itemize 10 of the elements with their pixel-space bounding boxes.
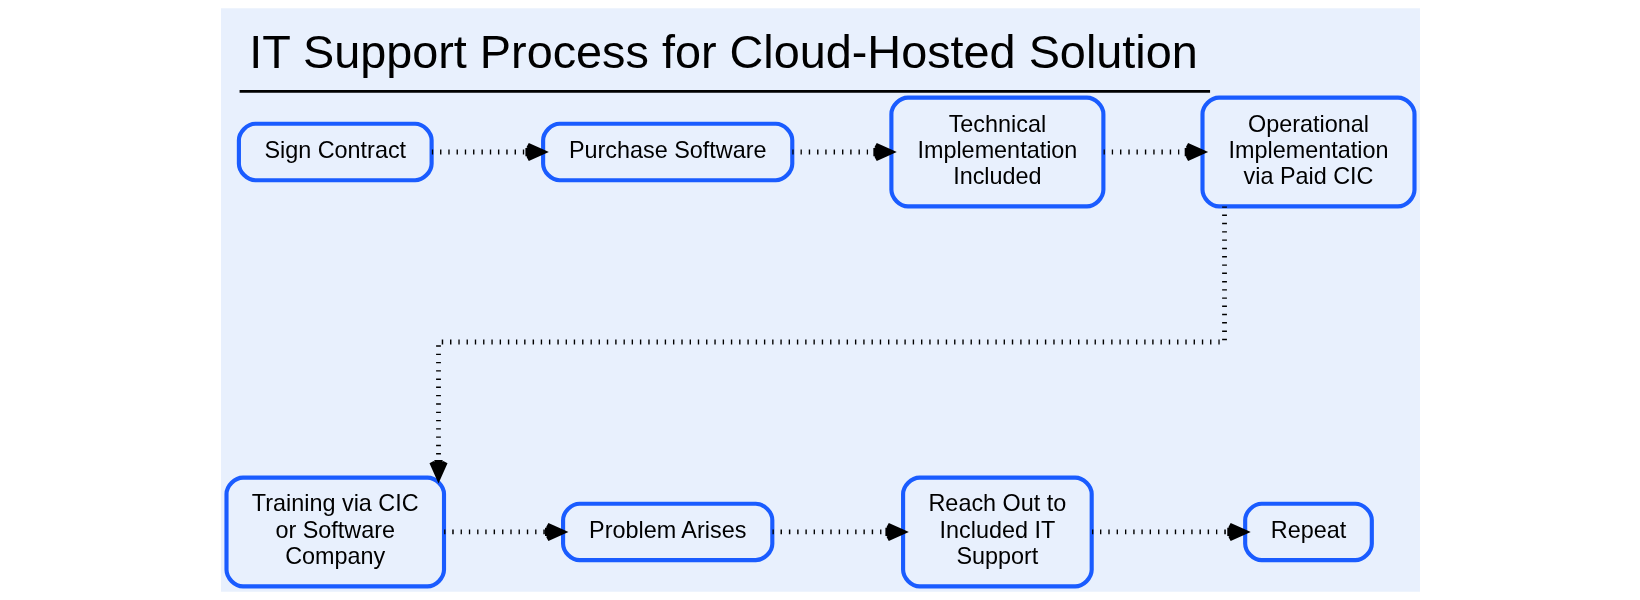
node-box: Reach Out to Included IT Support bbox=[900, 475, 1094, 589]
node-box: Operational Implementation via Paid CIC bbox=[1199, 95, 1417, 209]
node-box: Problem Arises bbox=[560, 501, 774, 563]
node-box: Training via CIC or Software Company bbox=[223, 475, 446, 589]
arrow bbox=[1103, 142, 1205, 162]
node-box: Repeat bbox=[1242, 501, 1374, 563]
node-box: Technical Implementation Included bbox=[888, 95, 1105, 209]
node-box: Purchase Software bbox=[540, 121, 794, 183]
diagram-title: IT Support Process for Cloud-Hosted Solution bbox=[248, 26, 1198, 79]
node-box: Sign Contract bbox=[236, 121, 434, 183]
